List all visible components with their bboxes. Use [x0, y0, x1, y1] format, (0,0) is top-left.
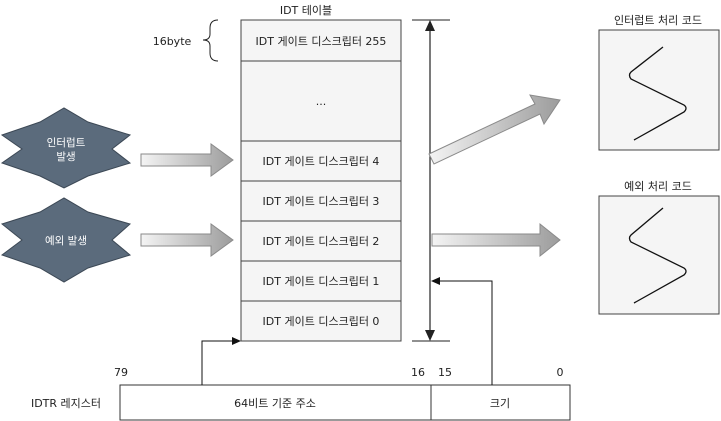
interrupt-star	[0, 107, 132, 189]
idt-entry-ellipsis: ...	[316, 95, 327, 108]
idtr-base-label: 64비트 기준 주소	[234, 397, 316, 410]
idt-to-exception-handler-arrow	[431, 222, 561, 258]
idt-to-interrupt-handler-arrow	[428, 94, 561, 165]
size-label: 16byte	[153, 35, 192, 48]
idtr-label: IDTR 레지스터	[31, 397, 101, 410]
idt-row-255	[240, 19, 402, 62]
idt-entry-4: IDT 게이트 디스크립터 4	[263, 155, 380, 168]
exception-handler-box	[598, 195, 720, 315]
idt-row-ellipsis	[240, 60, 402, 142]
idt-entry-1: IDT 게이트 디스크립터 1	[263, 275, 380, 288]
exception-handler-code-icon	[628, 207, 687, 304]
idt-table: IDT 게이트 디스크립터 255 ... IDT 게이트 디스크립터 4 ID…	[240, 19, 402, 342]
idtr-base-field	[119, 384, 432, 421]
exception-label: 예외 발생	[45, 234, 87, 247]
size-brace	[202, 19, 219, 62]
exception-handler-title: 예외 처리 코드	[624, 180, 692, 193]
idt-row-3	[240, 180, 402, 222]
bit-0-label: 0	[557, 366, 564, 379]
interrupt-handler-box	[598, 29, 720, 151]
interrupt-label-2: 발생	[56, 151, 75, 163]
idt-row-4	[240, 140, 402, 182]
exception-event: 예외 발생	[0, 197, 132, 283]
base-address-arrowhead	[232, 337, 241, 345]
idt-entry-2: IDT 게이트 디스크립터 2	[263, 235, 380, 248]
interrupt-event: 인터럽트 발생	[0, 107, 132, 189]
idt-entry-0: IDT 게이트 디스크립터 0	[263, 315, 380, 328]
interrupt-label-1: 인터럽트	[47, 136, 86, 149]
interrupt-to-idt-arrow	[140, 143, 234, 177]
bit-79-label: 79	[114, 366, 128, 379]
idt-table-title: IDT 테이블	[280, 4, 332, 17]
idtr-limit-field	[430, 384, 571, 421]
idt-entry-3: IDT 게이트 디스크립터 3	[263, 195, 380, 208]
idt-row-0	[240, 300, 402, 342]
size-arrowhead	[431, 277, 440, 285]
interrupt-handler-title: 인터럽트 처리 코드	[614, 13, 702, 27]
size-connector	[440, 280, 493, 385]
idtr-limit-label: 크기	[490, 397, 510, 410]
idt-row-1	[240, 260, 402, 302]
exception-to-idt-arrow	[140, 223, 234, 257]
bit-15-label: 15	[438, 366, 452, 379]
idt-entry-255: IDT 게이트 디스크립터 255	[256, 35, 387, 48]
exception-star	[0, 197, 132, 283]
base-address-connector	[201, 340, 232, 385]
bit-16-label: 16	[411, 366, 425, 379]
interrupt-handler-code-icon	[628, 46, 687, 141]
table-height-marker	[412, 19, 450, 342]
